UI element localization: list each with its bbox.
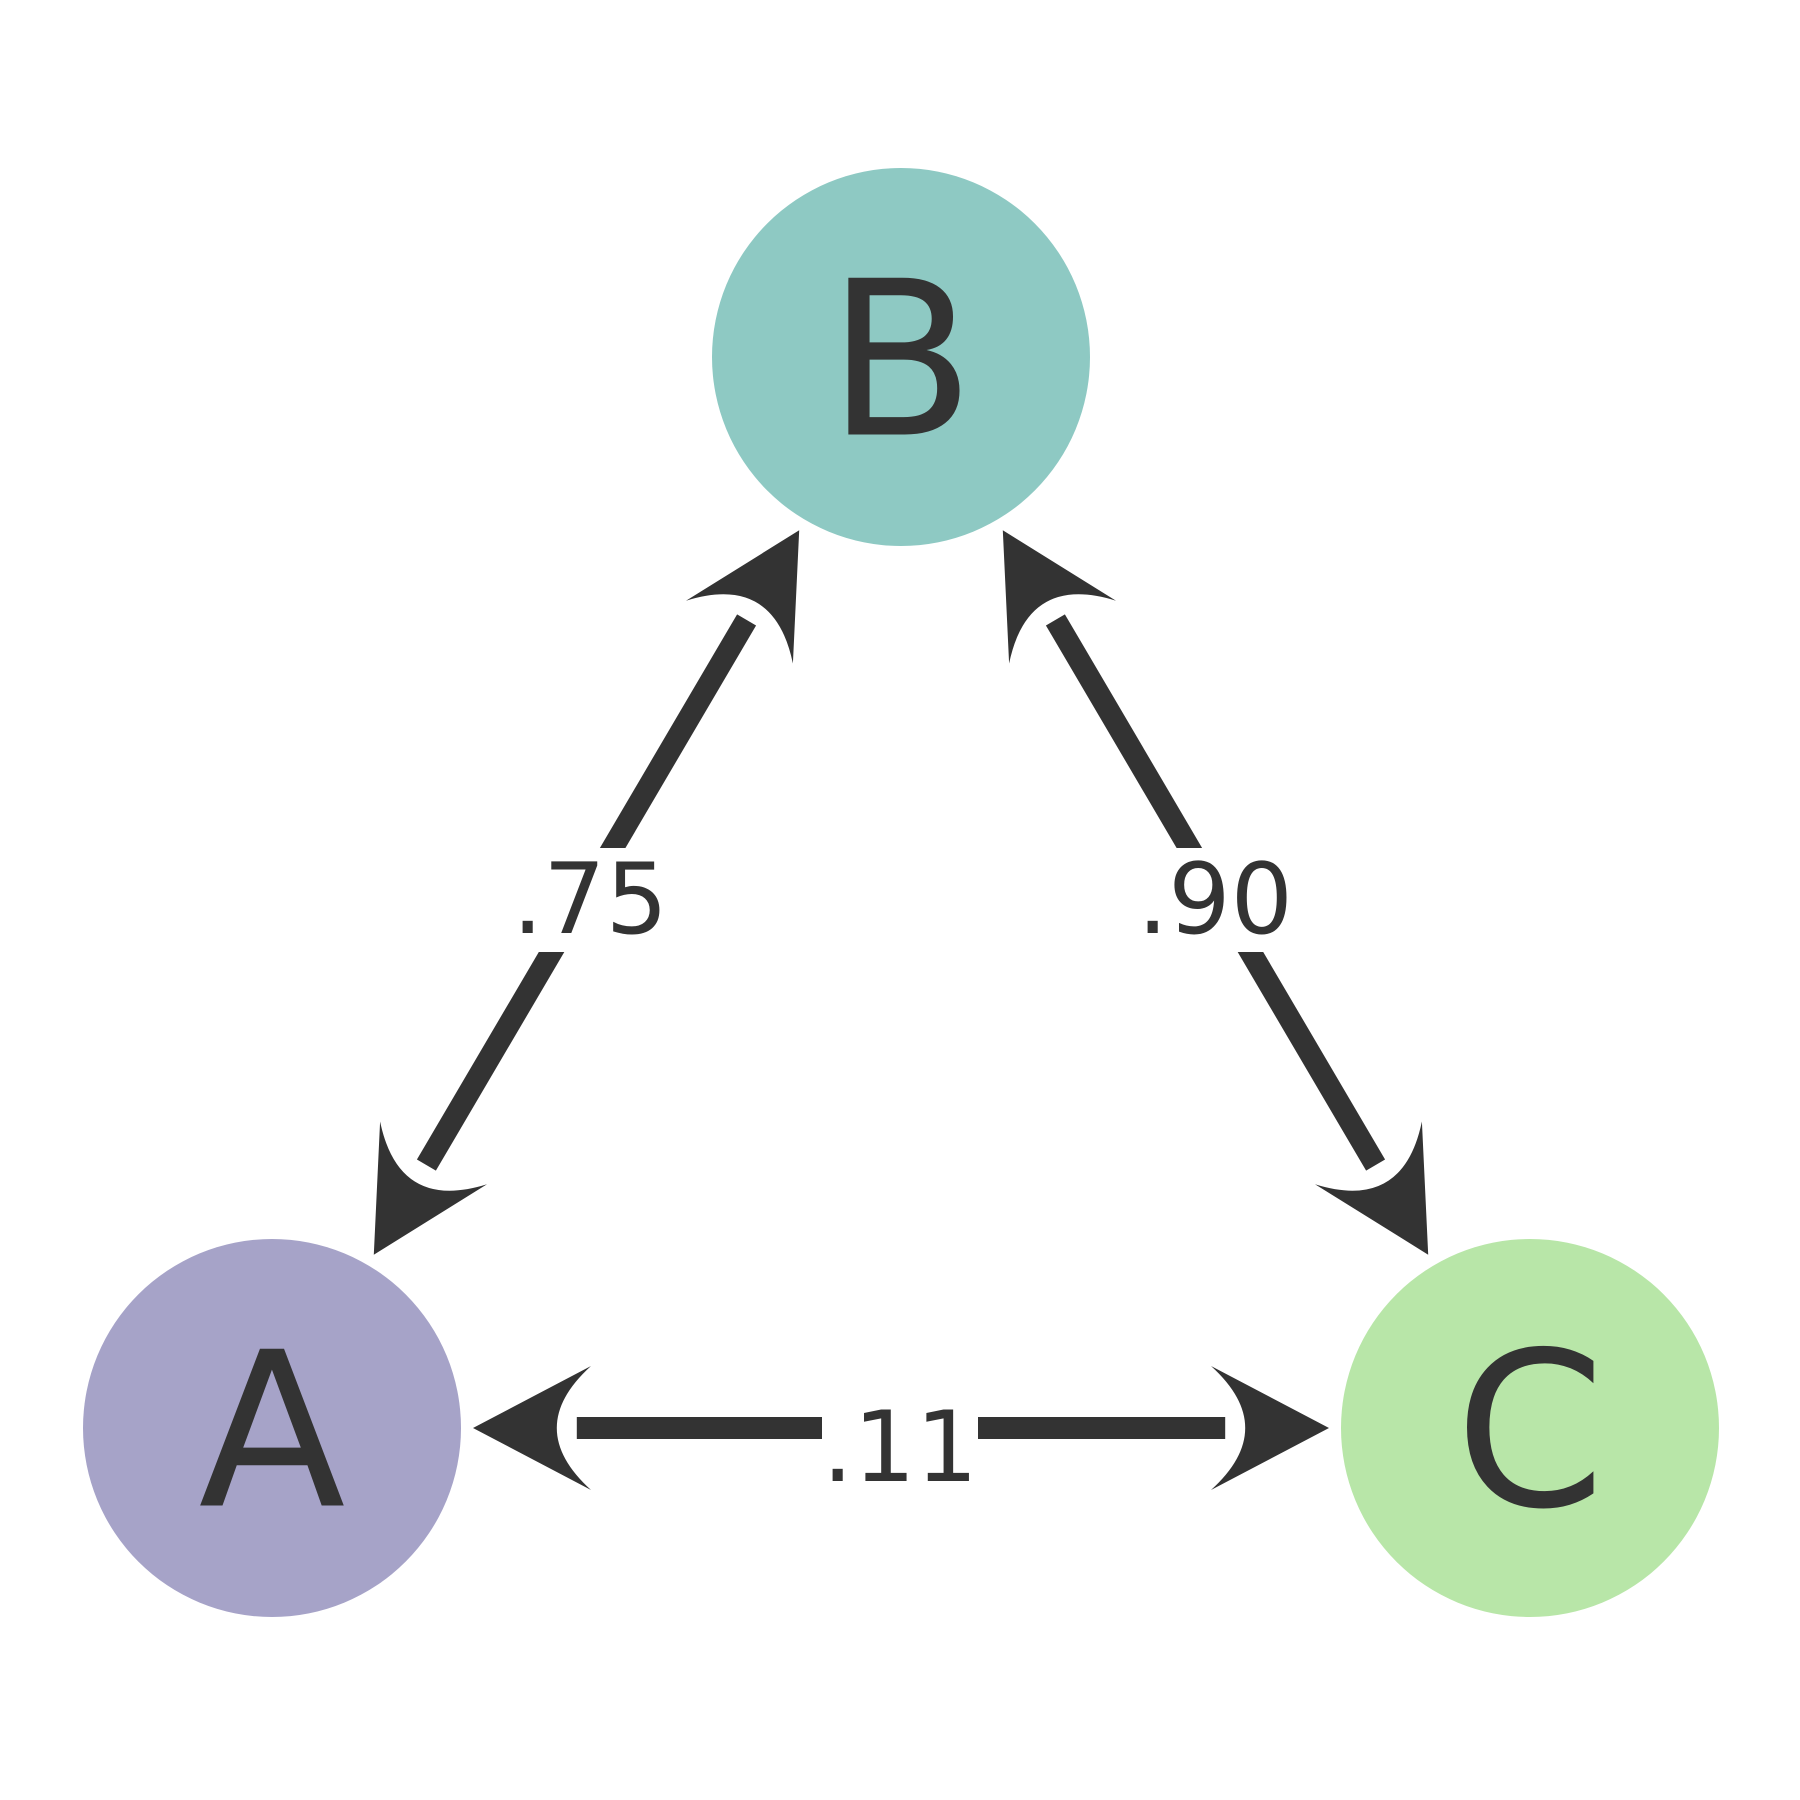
edge-label-b-c-bg	[1137, 848, 1293, 952]
edge-label-b-c: .90	[1137, 843, 1293, 957]
node-b-label: B	[827, 235, 975, 486]
edge-label-a-c-group: .11	[822, 1391, 978, 1505]
edge-b-a-arrowhead-a	[373, 1121, 487, 1255]
node-a-circle[interactable]	[83, 1239, 461, 1617]
edge-label-a-c: .11	[822, 1391, 978, 1505]
edge-label-b-a: .75	[512, 843, 668, 957]
node-c-circle[interactable]	[1341, 1239, 1719, 1617]
node-b-circle[interactable]	[712, 168, 1090, 546]
edge-a-c-arrowhead-a	[473, 1366, 591, 1490]
node-a-label: A	[198, 1306, 345, 1557]
node-c[interactable]: C	[1341, 1239, 1719, 1617]
edge-a-c-arrowhead-c	[1211, 1366, 1329, 1490]
edge-b-c-arrowhead-b	[1002, 530, 1116, 664]
node-b[interactable]: B	[712, 168, 1090, 546]
edge-label-layer: .75 .90 .11	[512, 843, 1293, 1505]
edge-label-a-c-bg	[822, 1396, 978, 1500]
edge-label-b-c-group: .90	[1137, 843, 1293, 957]
edge-b-a-arrowhead-b	[686, 530, 800, 664]
edge-layer	[373, 530, 1429, 1490]
node-c-label: C	[1455, 1306, 1605, 1557]
edge-label-b-a-bg	[512, 848, 668, 952]
edge-b-c-arrowhead-c	[1315, 1121, 1429, 1255]
node-layer: B A C	[83, 168, 1719, 1617]
edge-label-b-a-group: .75	[512, 843, 668, 957]
node-a[interactable]: A	[83, 1239, 461, 1617]
